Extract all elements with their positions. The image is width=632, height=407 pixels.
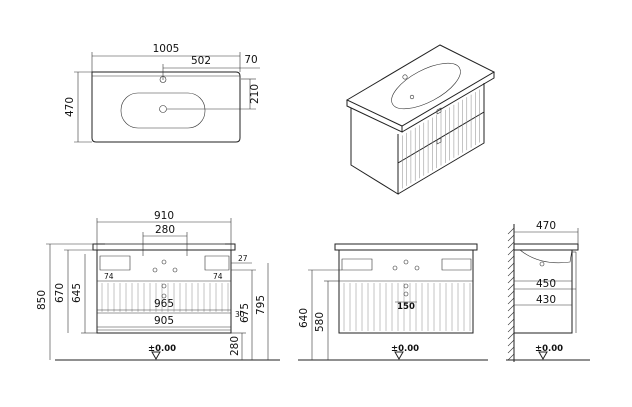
level-marker-icon xyxy=(151,351,161,361)
wall-hatch-line xyxy=(507,353,515,361)
dim-30: 30 xyxy=(235,310,245,319)
top-view: 1005 502 70 210 470 xyxy=(64,43,261,143)
dim-inner-width-top: 965 xyxy=(154,298,174,310)
wall-hatch-line xyxy=(507,276,515,284)
front-view-full: 74 74 910 280 965 905 30 27 850 xyxy=(36,210,280,361)
dim-drain-offset: 502 xyxy=(191,55,211,67)
dim-height-670: 670 xyxy=(54,283,66,303)
dim-side-top-depth: 470 xyxy=(536,220,556,232)
wall-hatch-line xyxy=(507,318,515,326)
dim-height-795: 795 xyxy=(255,295,267,315)
level-marker-icon xyxy=(538,351,548,361)
front-grooves-full xyxy=(101,283,229,312)
dim-drawer-spacing: 150 xyxy=(397,302,415,312)
dim-right-overhang: 70 xyxy=(244,54,257,66)
wall-hatch-line xyxy=(507,290,515,298)
wall-hatch-line xyxy=(507,262,515,270)
wall-hatch-line xyxy=(507,234,515,242)
front-grooves-drawers xyxy=(343,283,471,331)
dim-cabinet-width: 910 xyxy=(154,210,174,222)
dim-height-640: 640 xyxy=(298,308,310,328)
base-level-drawers: ±0.00 xyxy=(391,344,419,354)
dim-overall-height: 850 xyxy=(36,290,48,310)
dim-depth: 470 xyxy=(64,97,76,117)
dim-27: 27 xyxy=(238,254,248,263)
dim-floor-clearance: 280 xyxy=(229,336,241,356)
wall-hatch-line xyxy=(507,332,515,340)
wall-hatch-line xyxy=(507,227,515,235)
front-view-drawers: 150 640 580 ±0.00 xyxy=(298,243,488,361)
dim-top-spacing: 280 xyxy=(155,224,175,236)
isometric-view xyxy=(345,44,496,195)
wall-hatch-line xyxy=(507,297,515,305)
wall-hatch-line xyxy=(507,339,515,347)
dim-74-left: 74 xyxy=(104,272,114,281)
side-view: 470 450 430 ±0.00 xyxy=(506,220,590,362)
dim-74-right: 74 xyxy=(213,272,223,281)
wall-hatch-line xyxy=(507,311,515,319)
wall-hatch-line xyxy=(507,283,515,291)
dim-height-675: 675 xyxy=(239,303,251,323)
wall-hatch-line xyxy=(507,325,515,333)
base-level-side: ±0.00 xyxy=(535,344,563,354)
dim-overall-width: 1005 xyxy=(153,43,180,55)
wall-hatch-line xyxy=(507,248,515,256)
dim-height-645: 645 xyxy=(71,283,83,303)
wall-hatch-line xyxy=(507,241,515,249)
wall-hatch-line xyxy=(507,255,515,263)
wall-hatch-line xyxy=(507,269,515,277)
dim-side-450: 450 xyxy=(536,278,556,290)
wall-hatch-line xyxy=(507,304,515,312)
level-marker-icon xyxy=(394,351,404,361)
dim-inner-width-bottom: 905 xyxy=(154,315,174,327)
dim-height-580: 580 xyxy=(314,312,326,332)
base-level-full: ±0.00 xyxy=(148,344,176,354)
dim-side-430: 430 xyxy=(536,294,556,306)
wall-hatch-line xyxy=(507,346,515,354)
dim-tap-to-drain: 210 xyxy=(249,84,261,104)
